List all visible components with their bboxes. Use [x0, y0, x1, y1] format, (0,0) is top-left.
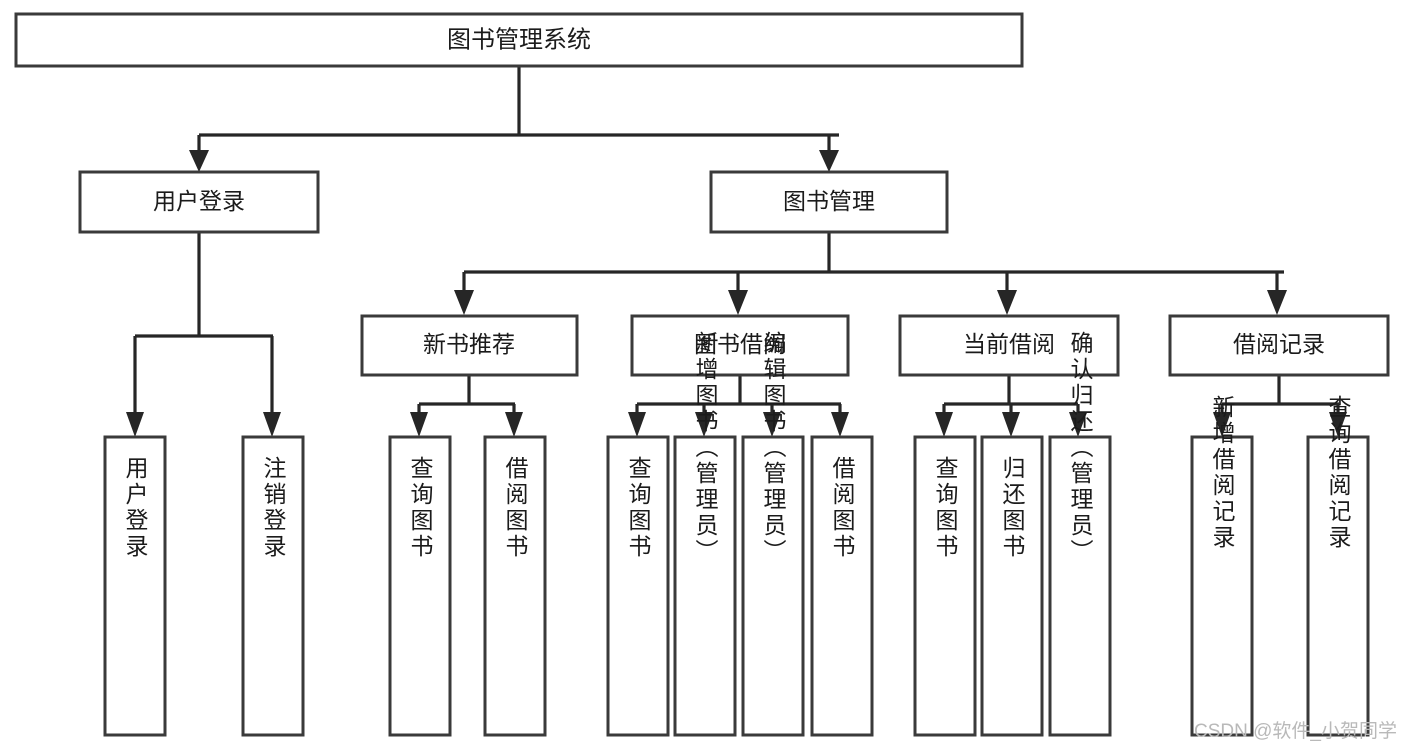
node-leaf-add-book-admin-label: 新增图书（管理员） — [692, 331, 719, 565]
node-leaf-query-book-current[interactable]: 查询图书 — [913, 435, 977, 737]
node-leaf-logout-label: 注销登录 — [260, 456, 287, 560]
arrow-book-borrow-c1 — [628, 412, 646, 437]
node-leaf-return-book[interactable]: 归还图书 — [980, 435, 1044, 737]
arrow-user-login-left — [126, 412, 144, 437]
node-leaf-borrow-book-recommend[interactable]: 借阅图书 — [483, 435, 547, 737]
arrow-user-login-right — [263, 412, 281, 437]
node-leaf-user-login[interactable]: 用户登录 — [103, 435, 167, 737]
node-leaf-query-book-recommend-label: 查询图书 — [407, 456, 434, 560]
arrow-borrow-record-c2 — [1329, 412, 1347, 437]
node-user-login[interactable]: 用户登录 — [78, 170, 320, 234]
arrow-current-borrow-c1 — [935, 412, 953, 437]
node-leaf-add-borrow-record-label: 新增借阅记录 — [1209, 395, 1236, 551]
node-leaf-borrow-book-recommend-label: 借阅图书 — [502, 456, 529, 560]
arrow-book-borrow-c4 — [831, 412, 849, 437]
node-book-borrow[interactable]: 图书借阅 — [630, 314, 850, 377]
node-current-borrow-label: 当前借阅 — [963, 331, 1055, 357]
node-root-system-label: 图书管理系统 — [447, 26, 591, 53]
node-root-system[interactable]: 图书管理系统 — [14, 12, 1024, 68]
node-leaf-logout[interactable]: 注销登录 — [241, 435, 305, 737]
node-leaf-query-book-borrow[interactable]: 查询图书 — [606, 435, 670, 737]
node-leaf-borrow-book-label: 借阅图书 — [829, 456, 856, 560]
node-borrow-record-label: 借阅记录 — [1233, 331, 1325, 357]
node-leaf-edit-book-admin[interactable]: 编辑图书（管理员） — [741, 331, 805, 737]
node-leaf-query-borrow-record-label: 查询借阅记录 — [1325, 395, 1352, 551]
node-leaf-return-book-label: 归还图书 — [999, 456, 1026, 560]
arrow-to-borrow-record — [1267, 290, 1287, 315]
node-leaf-user-login-label: 用户登录 — [122, 456, 149, 560]
node-user-login-label: 用户登录 — [153, 188, 245, 214]
node-leaf-borrow-book[interactable]: 借阅图书 — [810, 435, 874, 737]
arrow-book-borrow-c2 — [695, 412, 713, 437]
arrow-current-borrow-c3 — [1069, 412, 1087, 437]
arrow-to-current-borrow — [997, 290, 1017, 315]
csdn-watermark: CSDN @软件_小贺同学 — [1194, 721, 1397, 742]
node-book-manage-label: 图书管理 — [783, 188, 875, 214]
arrow-to-user-login — [189, 150, 209, 172]
node-leaf-edit-book-admin-label: 编辑图书（管理员） — [760, 331, 787, 565]
node-leaf-confirm-return-admin[interactable]: 确认归还（管理员） — [1048, 331, 1112, 737]
node-leaf-add-borrow-record[interactable]: 新增借阅记录 — [1190, 395, 1254, 737]
node-leaf-query-book-current-label: 查询图书 — [932, 456, 959, 560]
node-leaf-query-book-recommend[interactable]: 查询图书 — [388, 435, 452, 737]
arrow-to-new-book — [454, 290, 474, 315]
arrow-book-borrow-c3 — [763, 412, 781, 437]
edge-layer — [126, 66, 1347, 437]
node-book-manage[interactable]: 图书管理 — [709, 170, 949, 234]
arrow-new-book-c2 — [505, 412, 523, 437]
arrow-to-book-manage — [819, 150, 839, 172]
node-leaf-confirm-return-admin-label: 确认归还（管理员） — [1067, 331, 1094, 565]
node-book-borrow-label: 图书借阅 — [694, 331, 786, 357]
arrow-new-book-c1 — [410, 412, 428, 437]
node-leaf-query-book-borrow-label: 查询图书 — [625, 456, 652, 560]
arrow-current-borrow-c2 — [1002, 412, 1020, 437]
node-new-book-recommend-label: 新书推荐 — [423, 331, 515, 357]
node-leaf-query-borrow-record[interactable]: 查询借阅记录 — [1306, 395, 1370, 737]
arrow-borrow-record-c1 — [1213, 412, 1231, 437]
node-current-borrow[interactable]: 当前借阅 — [898, 314, 1120, 377]
node-borrow-record[interactable]: 借阅记录 — [1168, 314, 1390, 377]
arrow-to-book-borrow — [728, 290, 748, 315]
node-new-book-recommend[interactable]: 新书推荐 — [360, 314, 579, 377]
node-leaf-add-book-admin[interactable]: 新增图书（管理员） — [673, 331, 737, 737]
